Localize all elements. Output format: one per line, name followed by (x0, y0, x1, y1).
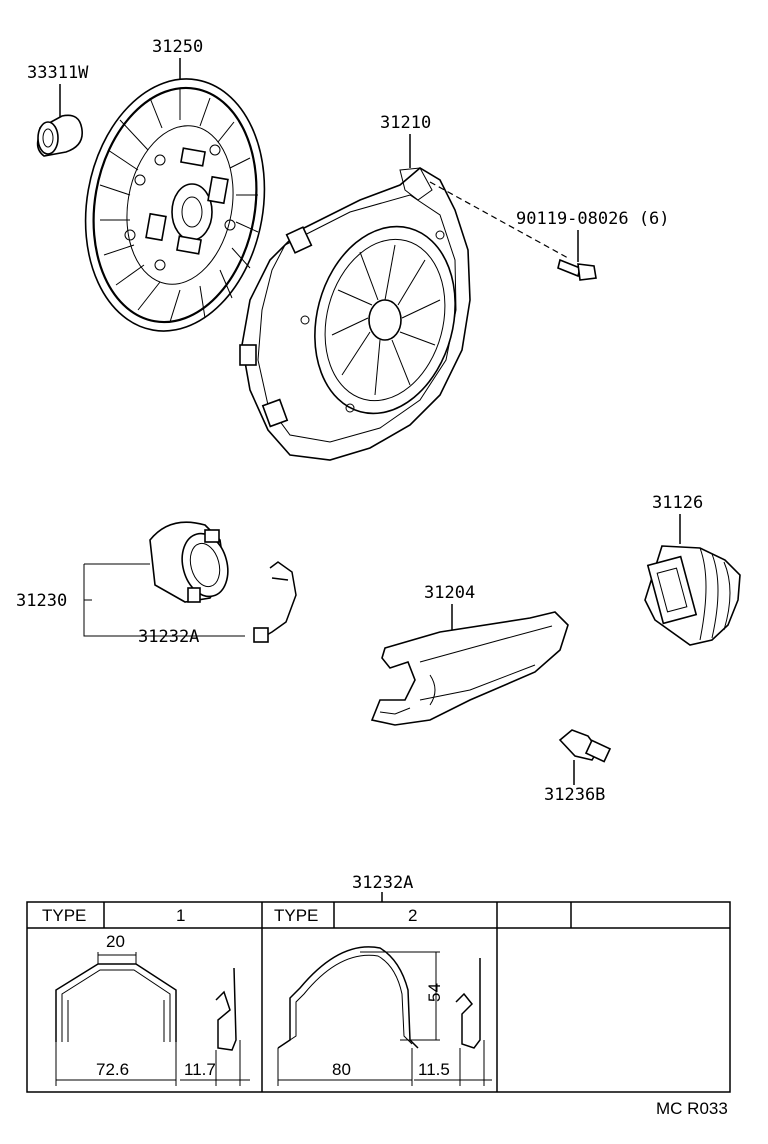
label-31126: 31126 (652, 493, 703, 513)
pivot-stud-31236B[interactable]: 31236B (544, 729, 612, 805)
type-label-2: TYPE (274, 906, 318, 925)
clip-type-table: 31232A TYPE 1 TYPE 2 20 72.6 (26, 873, 731, 1093)
label-31204: 31204 (424, 583, 475, 603)
type1-dim-width: 72.6 (96, 1060, 129, 1079)
clip-31232A[interactable]: 31232A (138, 561, 297, 647)
table-title: 31232A (352, 873, 413, 893)
type1-dim-thickness: 11.7 (184, 1060, 216, 1079)
type2-dim-width: 80 (332, 1060, 351, 1079)
boot-31126[interactable]: 31126 (644, 493, 741, 646)
release-bearing-31230[interactable]: 31230 (16, 521, 245, 637)
release-fork-31204[interactable]: 31204 (370, 583, 569, 726)
label-90119-08026: 90119-08026 (6) (516, 209, 670, 229)
type-value-1: 1 (176, 906, 185, 925)
clutch-cover-31210[interactable]: 31210 (239, 113, 475, 461)
diagram-code: MC R033 (656, 1099, 728, 1118)
clutch-disc-31250[interactable]: 31250 (66, 37, 283, 345)
label-33311W: 33311W (27, 63, 89, 83)
bolt-90119-08026[interactable]: 90119-08026 (6) (429, 181, 670, 281)
type2-clip-drawing: 54 80 11.5 (277, 946, 492, 1086)
label-31232A: 31232A (138, 627, 199, 647)
type-value-2: 2 (408, 906, 417, 925)
label-31230: 31230 (16, 591, 67, 611)
label-31250: 31250 (152, 37, 203, 57)
label-31236B: 31236B (544, 785, 605, 805)
type-label-1: TYPE (42, 906, 86, 925)
type1-clip-drawing: 20 72.6 11.7 (55, 932, 250, 1086)
type1-dim-top: 20 (106, 932, 125, 951)
label-31210: 31210 (380, 113, 431, 133)
type2-dim-height: 54 (425, 983, 444, 1002)
type2-dim-thickness: 11.5 (418, 1060, 450, 1079)
pilot-bearing-33311W[interactable]: 33311W (27, 63, 89, 157)
